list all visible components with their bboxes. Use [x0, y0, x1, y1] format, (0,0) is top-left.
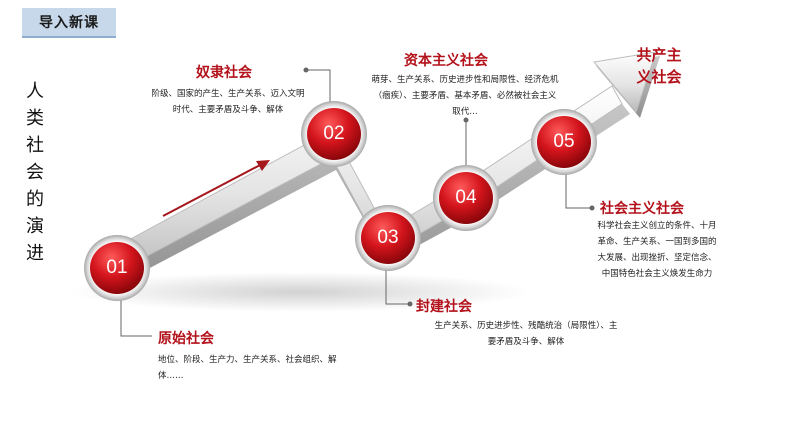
stage-desc-02: 阶级、国家的产生、生产关系、迈入文明时代、主要矛盾及斗争、解体: [151, 89, 305, 115]
stage-title-05: 社会主义社会: [600, 201, 684, 217]
stage-ball-05: [531, 109, 597, 175]
lesson-tag: 导入新课: [22, 8, 116, 38]
side-title: 人类社会的演进: [26, 81, 44, 264]
stage-title-04: 资本主义社会: [404, 53, 488, 69]
stage-ball-04: [433, 165, 499, 231]
stage-ball-03: [355, 205, 421, 271]
stage-ball-01: [84, 235, 150, 301]
stage-desc-04: 萌芽、生产关系、历史进步性和局限性、经济危机（痼疾）、主要矛盾、基本矛盾、必然被…: [371, 75, 559, 117]
stage-title-01: 原始社会: [158, 331, 214, 347]
stage-desc-01: 地位、阶段、生产力、生产关系、社会组织、解体……: [158, 355, 337, 381]
arrow-end-label: 共产主义社会: [636, 46, 682, 86]
stage-title-03: 封建社会: [416, 299, 472, 315]
stage-desc-03: 生产关系、历史进步性、残酷统治（局限性）、主要矛盾及斗争、解体: [434, 321, 618, 347]
stage-desc-05: 科学社会主义创立的条件、十月革命、生产关系、一国到多国的大发展、出现挫折、坚定信…: [597, 221, 717, 279]
stage-title-02: 奴隶社会: [196, 65, 252, 81]
stage-ball-02: [301, 101, 367, 167]
